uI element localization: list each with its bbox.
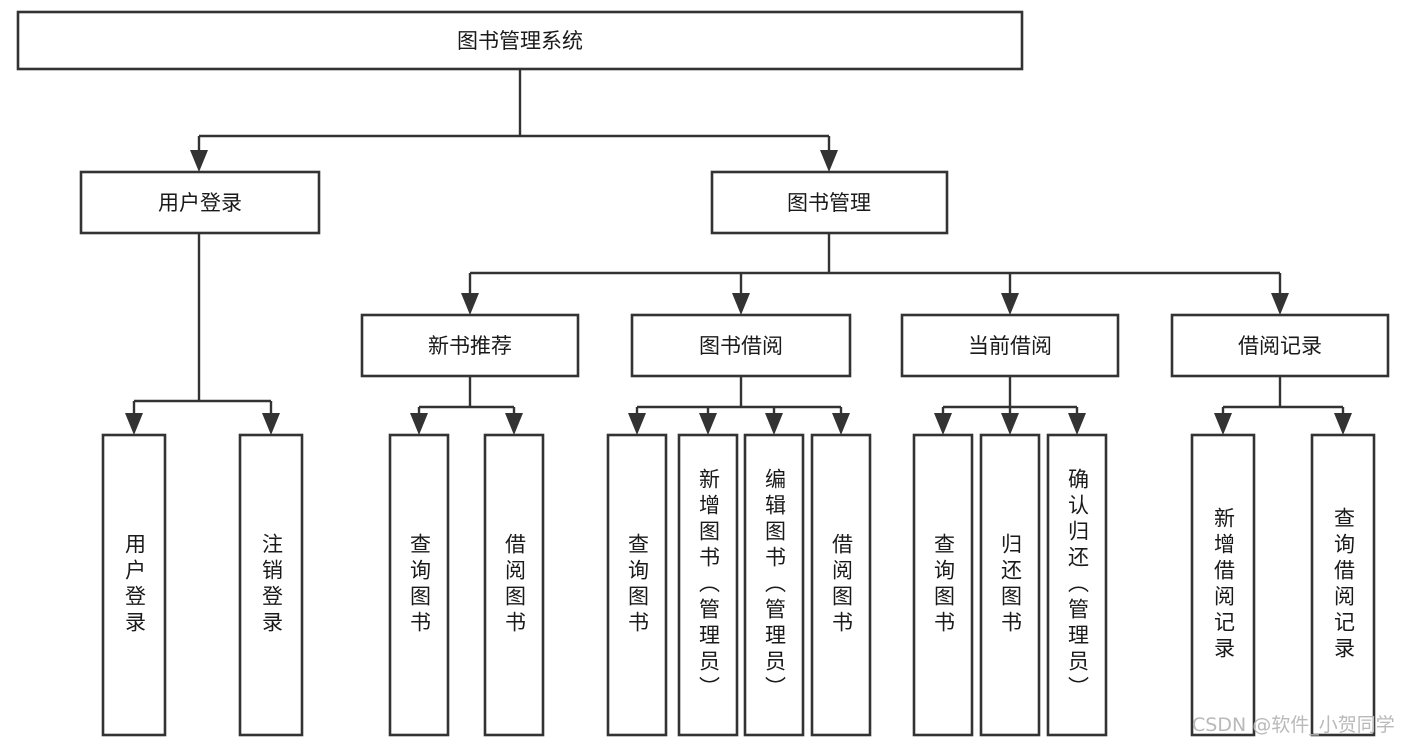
node-book-management-label: 图书管理 [787,191,871,215]
leaf-node-add-book-admin[interactable] [677,433,739,737]
arrow-head-book-borrow [732,293,750,315]
leaf-node-return-book[interactable] [979,433,1041,737]
leaf-node-borrow-book-box [810,433,872,737]
node-borrow-records[interactable]: 借阅记录 [1170,313,1390,378]
connector-layer [125,69,1352,435]
node-current-borrow-box [900,313,1120,378]
leaf-node-confirm-return-admin-box [1046,433,1108,737]
connector-new-book-recommend-bus [417,376,516,420]
leaf-node-logout-box [238,433,304,737]
leaf-node-borrow-book-rec[interactable] [483,433,545,737]
leaf-node-user-login[interactable] [101,433,167,737]
leaf-node-edit-book-admin[interactable] [743,433,805,737]
node-borrow-records-box [1170,313,1390,378]
node-new-book-recommend[interactable]: 新书推荐 [360,313,580,378]
node-new-book-recommend-label: 新书推荐 [428,334,512,358]
arrow-head-leaf-query-book-rec [410,413,428,435]
leaf-node-query-book-current[interactable] [912,433,974,737]
leaf-node-query-book-borrow[interactable] [606,433,668,737]
leaf-node-query-book-borrow-box [606,433,668,737]
arrow-head-leaf-confirm-return-admin [1068,413,1086,435]
node-book-management-box [710,170,949,235]
arrow-head-current-borrow [1001,293,1019,315]
node-book-borrow[interactable]: 图书借阅 [630,313,852,378]
leaf-node-user-login-box [101,433,167,737]
connector-root-to-level2 [197,69,831,158]
arrow-head-leaf-edit-book-admin [765,413,783,435]
node-book-borrow-box [630,313,852,378]
node-new-book-recommend-box [360,313,580,378]
arrow-head-leaf-add-book-admin [699,413,717,435]
leaf-node-edit-book-admin-box [743,433,805,737]
arrow-head-user-login [190,150,208,172]
node-current-borrow[interactable]: 当前借阅 [900,313,1120,378]
leaf-node-return-book-box [979,433,1041,737]
arrow-head-leaf-logout [262,413,280,435]
node-user-login-box [79,170,321,235]
leaf-node-borrow-book[interactable] [810,433,872,737]
connector-user-login-bus [132,233,273,420]
leaf-node-add-book-admin-box [677,433,739,737]
leaf-node-query-book-current-box [912,433,974,737]
arrow-head-leaf-query-book-current [934,413,952,435]
node-current-borrow-label: 当前借阅 [968,334,1052,358]
node-root[interactable]: 图书管理系统 [16,10,1024,71]
node-book-management[interactable]: 图书管理 [710,170,949,235]
connector-book-management-bus [468,233,1282,300]
arrow-head-book-management [820,150,838,172]
arrow-head-leaf-add-borrow-record [1214,413,1232,435]
csdn-watermark: CSDN @软件_小贺同学 [1192,714,1395,736]
arrow-head-borrow-records [1271,293,1289,315]
leaf-node-confirm-return-admin[interactable] [1046,433,1108,737]
leaf-node-borrow-book-rec-box [483,433,545,737]
node-root-label: 图书管理系统 [457,29,583,53]
leaf-node-query-book-rec-box [388,433,450,737]
arrow-head-leaf-borrow-book [832,413,850,435]
arrow-head-leaf-user-login [125,413,143,435]
arrow-head-leaf-borrow-book-rec [505,413,523,435]
arrow-head-new-book-recommend [461,293,479,315]
leaf-node-query-borrow-record-box [1310,433,1376,737]
leaf-node-query-borrow-record[interactable] [1310,433,1376,737]
node-root-box [16,10,1024,71]
arrow-head-leaf-query-borrow-record [1334,413,1352,435]
arrow-head-leaf-query-book-borrow [628,413,646,435]
leaf-node-add-borrow-record-box [1190,433,1256,737]
connector-book-borrow-bus [635,376,843,420]
node-borrow-records-label: 借阅记录 [1238,334,1322,358]
leaf-node-logout[interactable] [238,433,304,737]
node-user-login-label: 用户登录 [158,191,242,215]
leaf-node-query-book-rec[interactable] [388,433,450,737]
node-user-login[interactable]: 用户登录 [79,170,321,235]
arrow-head-leaf-return-book [1001,413,1019,435]
node-book-borrow-label: 图书借阅 [699,334,783,358]
leaf-node-add-borrow-record[interactable] [1190,433,1256,737]
connector-borrow-records-bus [1221,376,1345,420]
